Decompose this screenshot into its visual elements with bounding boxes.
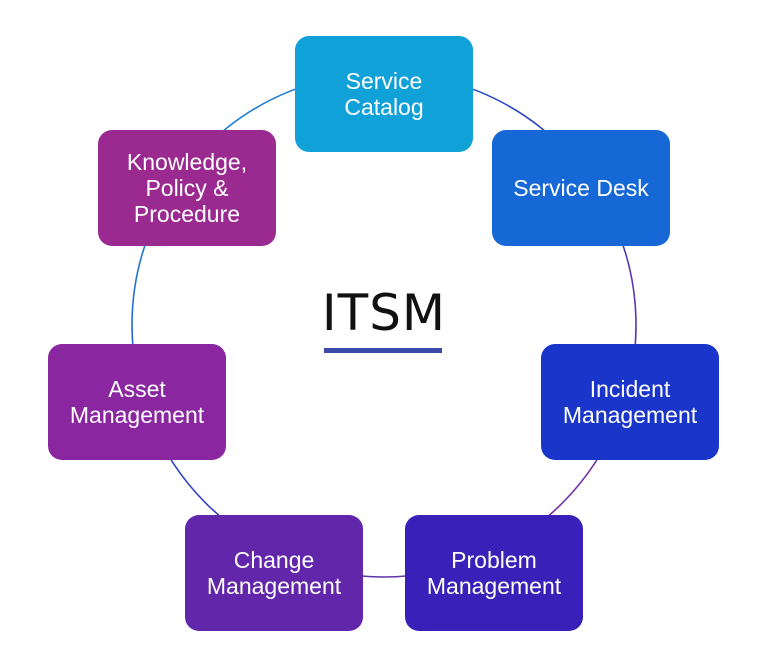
node-incident-management: Incident Management bbox=[541, 344, 719, 460]
node-incident-management-label: Incident Management bbox=[562, 376, 698, 428]
node-asset-management: Asset Management bbox=[48, 344, 226, 460]
node-service-desk: Service Desk bbox=[492, 130, 670, 246]
node-change-management: Change Management bbox=[185, 515, 363, 631]
node-problem-management: Problem Management bbox=[405, 515, 583, 631]
node-knowledge-policy-procedure: Knowledge, Policy & Procedure bbox=[98, 130, 276, 246]
node-service-catalog: Service Catalog bbox=[295, 36, 473, 152]
node-asset-management-label: Asset Management bbox=[69, 376, 205, 428]
node-problem-management-label: Problem Management bbox=[426, 547, 562, 599]
node-service-catalog-label: Service Catalog bbox=[344, 68, 424, 120]
center-title-underline bbox=[324, 348, 442, 353]
center-title: ITSM bbox=[321, 284, 447, 342]
node-service-desk-label: Service Desk bbox=[513, 175, 649, 201]
node-change-management-label: Change Management bbox=[206, 547, 342, 599]
node-knowledge-policy-procedure-label: Knowledge, Policy & Procedure bbox=[126, 149, 248, 227]
